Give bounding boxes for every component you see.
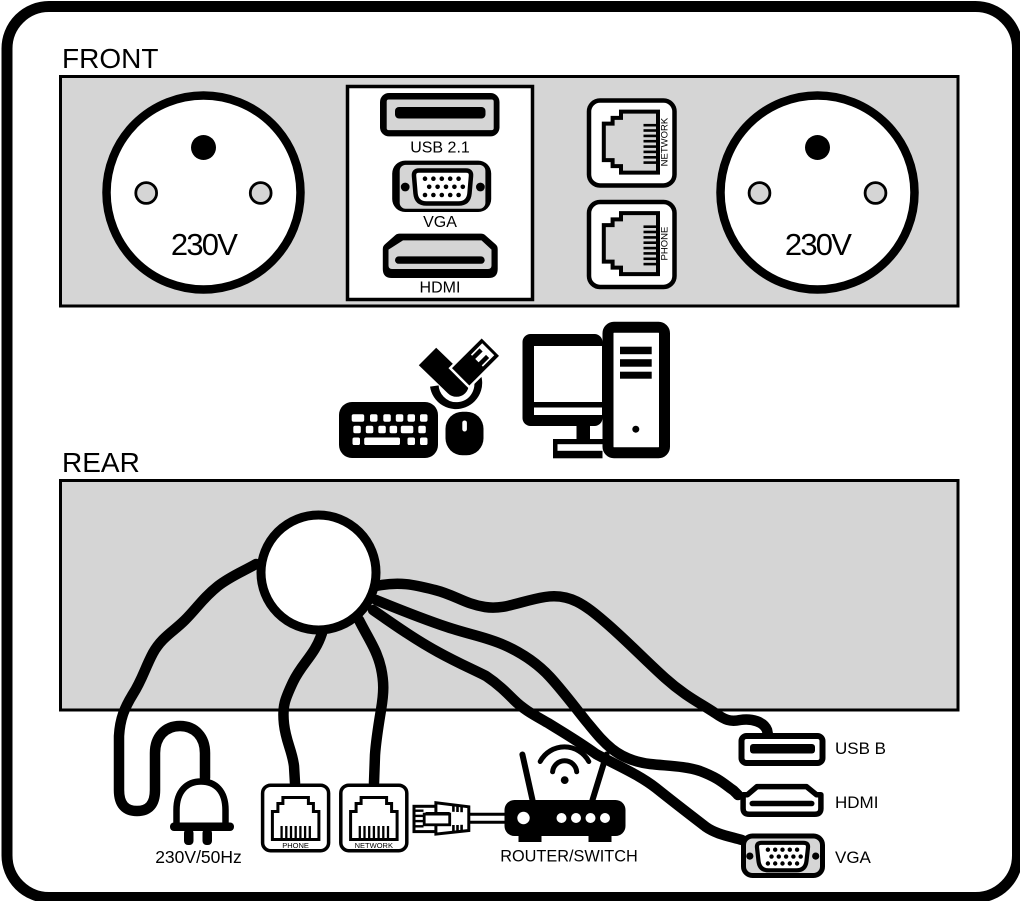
svg-text:USB B: USB B bbox=[835, 739, 886, 758]
svg-text:HDMI: HDMI bbox=[420, 280, 461, 297]
svg-text:230V: 230V bbox=[785, 227, 852, 262]
svg-text:NETWORK: NETWORK bbox=[660, 117, 671, 166]
svg-text:NETWORK: NETWORK bbox=[355, 841, 393, 850]
svg-text:VGA: VGA bbox=[423, 214, 457, 231]
svg-text:FRONT: FRONT bbox=[62, 43, 158, 74]
svg-text:230V: 230V bbox=[171, 227, 238, 262]
svg-text:VGA: VGA bbox=[835, 848, 872, 867]
svg-text:PHONE: PHONE bbox=[282, 841, 309, 850]
svg-text:REAR: REAR bbox=[62, 447, 140, 478]
svg-text:ROUTER/SWITCH: ROUTER/SWITCH bbox=[500, 848, 637, 866]
svg-text:HDMI: HDMI bbox=[835, 793, 878, 812]
svg-text:PHONE: PHONE bbox=[660, 227, 671, 261]
svg-text:230V/50Hz: 230V/50Hz bbox=[155, 847, 242, 867]
svg-text:USB 2.1: USB 2.1 bbox=[410, 140, 470, 157]
